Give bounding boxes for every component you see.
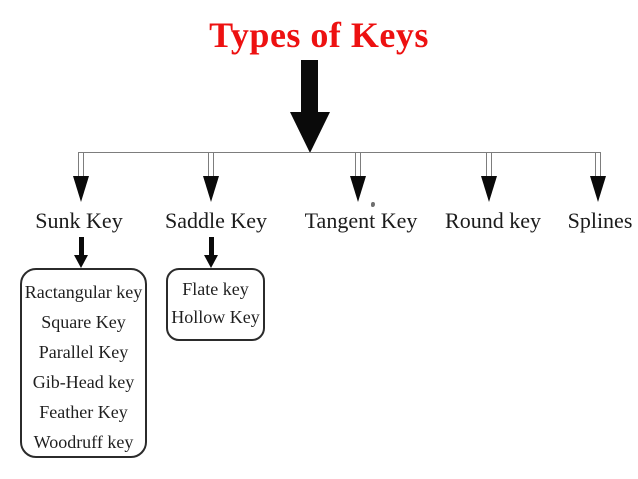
branch-arrow-shaft-tangent-icon <box>355 152 361 176</box>
branch-label-sunk-key: Sunk Key <box>35 208 123 233</box>
sunk-key-children-box: Ractangular key Square Key Parallel Key … <box>20 268 147 458</box>
list-item: Parallel Key <box>38 342 129 362</box>
list-item: Gib-Head key <box>32 372 135 392</box>
main-down-arrow-head-icon <box>290 112 330 153</box>
branch-label-tangent-key: Tangent Key <box>304 208 418 233</box>
diagram-title: Types of Keys <box>209 15 429 55</box>
sub-arrow-head-saddle-icon <box>204 255 218 268</box>
saddle-key-children-box: Flate key Hollow Key <box>166 268 265 341</box>
branch-arrow-shaft-splines-icon <box>595 152 601 176</box>
list-item: Hollow Key <box>171 307 260 327</box>
branch-arrow-head-tangent-icon <box>350 176 366 202</box>
list-item: Woodruff key <box>33 432 134 452</box>
branch-label-saddle-key: Saddle Key <box>164 208 268 233</box>
list-item: Ractangular key <box>24 282 143 302</box>
list-item: Feather Key <box>39 402 128 422</box>
branch-arrow-shaft-round-icon <box>486 152 492 176</box>
branch-arrow-head-splines-icon <box>590 176 606 202</box>
sub-arrow-head-sunk-icon <box>74 255 88 268</box>
list-item: Flate key <box>182 279 249 299</box>
branch-label-splines: Splines <box>567 208 633 233</box>
branch-connector-line <box>78 152 601 153</box>
branch-arrow-shaft-sunk-icon <box>78 152 84 176</box>
branch-arrow-head-round-icon <box>481 176 497 202</box>
stray-mark <box>371 202 375 207</box>
branch-arrow-shaft-saddle-icon <box>208 152 214 176</box>
branch-label-round-key: Round key <box>445 208 541 233</box>
list-item: Square Key <box>41 312 126 332</box>
branch-arrow-head-saddle-icon <box>203 176 219 202</box>
branch-arrow-head-sunk-icon <box>73 176 89 202</box>
sub-arrow-shaft-saddle-icon <box>209 237 214 257</box>
main-down-arrow-shaft-icon <box>301 60 318 116</box>
sub-arrow-shaft-sunk-icon <box>79 237 84 257</box>
